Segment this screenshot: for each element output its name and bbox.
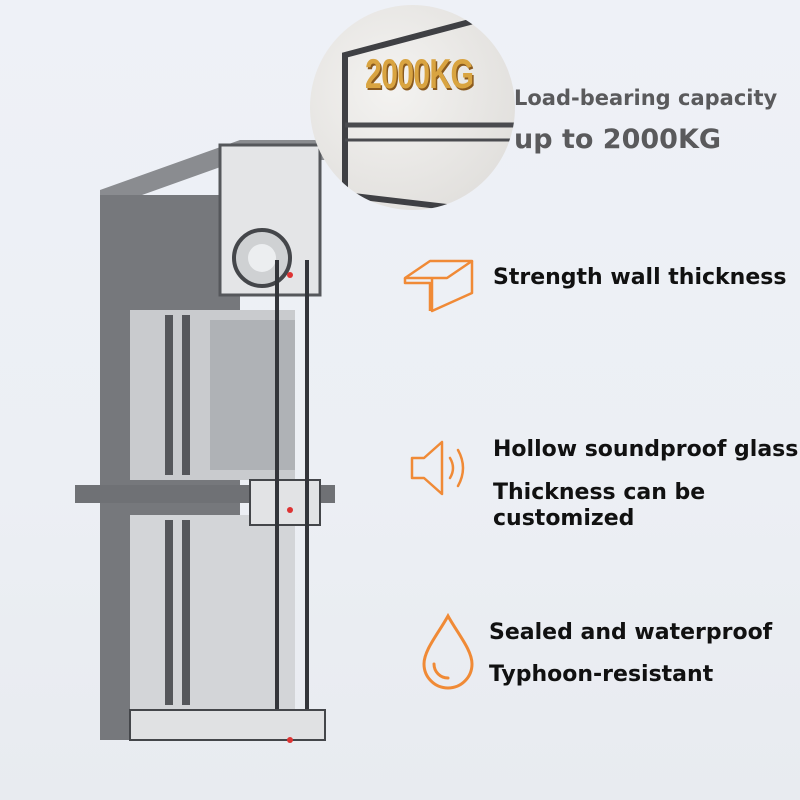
feature-typhoon: Typhoon-resistant	[489, 662, 714, 687]
frame-closeup	[342, 7, 515, 210]
water-drop-icon	[422, 612, 474, 690]
feature-thickness: Thickness can be	[493, 480, 706, 505]
feature-customized: customized	[493, 506, 635, 531]
feature-waterproof: Sealed and waterproof	[489, 620, 773, 645]
callout-line2: up to 2000KG	[514, 124, 722, 155]
capacity-badge: 2000KG	[365, 50, 474, 97]
angle-profile-icon	[403, 259, 474, 313]
feature-soundproof: Hollow soundproof glass	[493, 437, 799, 462]
window-profile-illustration	[75, 140, 335, 743]
feature-strength: Strength wall thickness	[493, 265, 787, 290]
callout-line1: Load-bearing capacity	[514, 86, 778, 110]
load-capacity-zoom-circle: 2000KG	[310, 5, 515, 210]
speaker-sound-icon	[410, 440, 465, 496]
